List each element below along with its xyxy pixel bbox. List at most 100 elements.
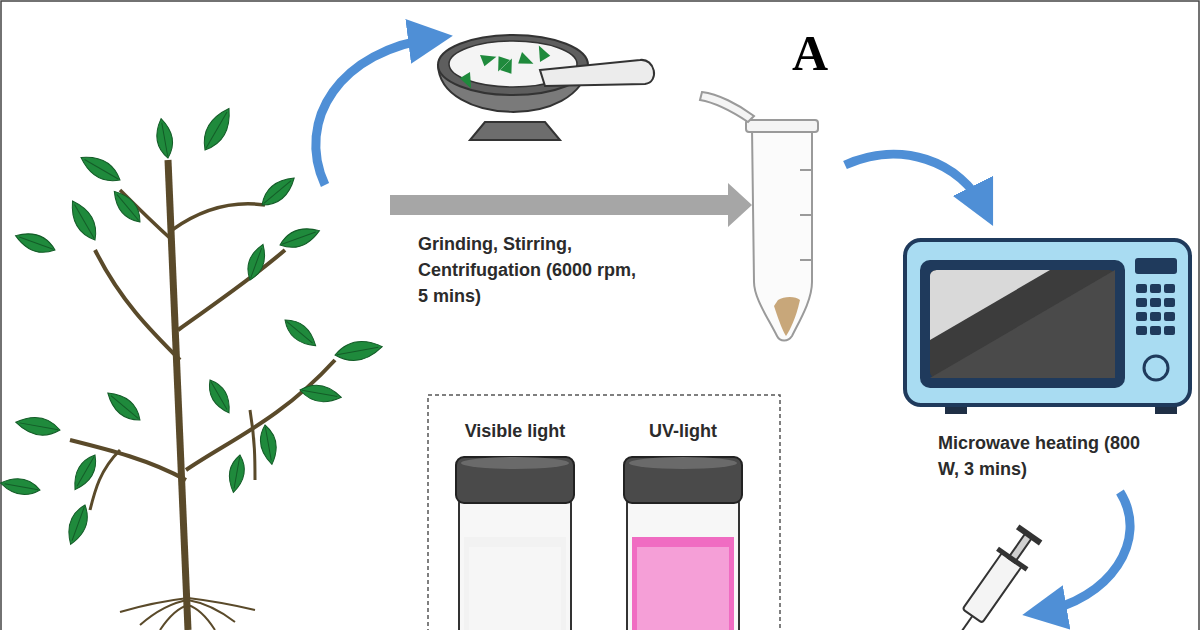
leaf	[0, 476, 41, 498]
leaf-blade	[204, 376, 236, 416]
vial-heading: UV-light	[613, 420, 753, 443]
branch	[186, 360, 335, 470]
leaf	[243, 242, 270, 283]
leaf-vein	[162, 123, 168, 156]
leaf-vein	[72, 507, 84, 541]
button	[1164, 298, 1175, 307]
leaf-vein	[264, 181, 292, 204]
vial-cap	[624, 457, 742, 503]
process-arrow	[316, 38, 435, 185]
leaf	[226, 454, 247, 494]
button	[1136, 326, 1147, 335]
leaf	[204, 376, 236, 416]
leaf-blade	[103, 387, 145, 426]
branch	[95, 250, 180, 360]
step-caption: Microwave heating (800 W, 3 mins)	[938, 430, 1148, 482]
leaf	[108, 186, 145, 226]
roots	[120, 598, 255, 630]
leaf	[258, 424, 280, 466]
leaves	[0, 104, 384, 547]
leaf-piece	[477, 51, 496, 69]
leaf-blade	[280, 314, 320, 351]
window-glare	[930, 270, 1050, 340]
display	[1135, 258, 1177, 274]
branch	[250, 410, 255, 480]
pestle	[540, 60, 654, 86]
leaf-vein	[287, 321, 313, 343]
leaf-blade	[14, 414, 61, 439]
root	[188, 605, 215, 630]
button	[1164, 312, 1175, 321]
leaf-blade	[226, 454, 247, 494]
leaf-vein	[211, 382, 227, 410]
button	[1136, 312, 1147, 321]
root	[188, 598, 255, 610]
mortar-pestle	[438, 35, 654, 140]
leaf-vein	[117, 194, 139, 220]
leaf-piece	[514, 50, 533, 70]
leaf-vein	[20, 423, 58, 430]
leaf	[197, 104, 237, 155]
mortar-base	[470, 122, 560, 140]
branch	[178, 250, 285, 330]
leaf	[154, 117, 176, 159]
leaf-blade	[277, 223, 322, 252]
leaf-vein	[19, 237, 53, 249]
button	[1150, 326, 1161, 335]
leaf	[63, 502, 92, 547]
leaf-piece	[492, 52, 512, 71]
branch	[172, 204, 265, 230]
button	[1164, 326, 1175, 335]
button	[1136, 284, 1147, 293]
leaf-vein	[84, 160, 118, 180]
leaf-vein	[234, 457, 240, 489]
process-arrow	[1040, 492, 1130, 612]
root	[120, 598, 188, 612]
leaf-vein	[75, 204, 95, 238]
leaf-blade	[333, 338, 383, 364]
control-buttons	[1136, 284, 1175, 335]
leaf	[13, 228, 58, 257]
leaf-piece	[536, 46, 552, 64]
leaf-blade	[0, 476, 41, 498]
leaf-blade	[13, 228, 58, 257]
leaf-vein	[337, 347, 378, 354]
plunger-cap	[1016, 524, 1042, 545]
leaf	[299, 382, 343, 405]
vial-heading: Visible light	[445, 420, 585, 443]
vial	[445, 455, 585, 630]
root	[160, 605, 188, 630]
syringe	[943, 522, 1046, 630]
leaf	[280, 314, 320, 351]
leaf-blade	[154, 117, 176, 159]
leaf-blade	[65, 197, 102, 245]
button	[1150, 298, 1161, 307]
vial	[613, 455, 753, 630]
barrel-flange	[996, 547, 1028, 572]
leaf	[68, 451, 101, 493]
pellet	[774, 297, 800, 336]
root	[140, 600, 188, 625]
stem	[168, 160, 188, 630]
microwave-door	[920, 260, 1125, 388]
ground-leaves	[458, 46, 551, 89]
leaf-blade	[258, 424, 280, 466]
cap-top	[461, 457, 569, 469]
leaf-vein	[111, 396, 139, 419]
window-shade	[930, 270, 1115, 378]
leaf	[257, 172, 299, 211]
leaf-blade	[77, 150, 125, 187]
microwave	[905, 240, 1190, 414]
tube-marks	[800, 170, 812, 260]
leaf-vein	[265, 427, 271, 460]
leaf	[277, 223, 322, 252]
microwave-window	[930, 270, 1115, 378]
vial-node: Visible light	[445, 420, 585, 630]
leaf	[14, 414, 61, 439]
leaf-blade	[243, 242, 270, 283]
leaf-piece	[458, 70, 474, 88]
